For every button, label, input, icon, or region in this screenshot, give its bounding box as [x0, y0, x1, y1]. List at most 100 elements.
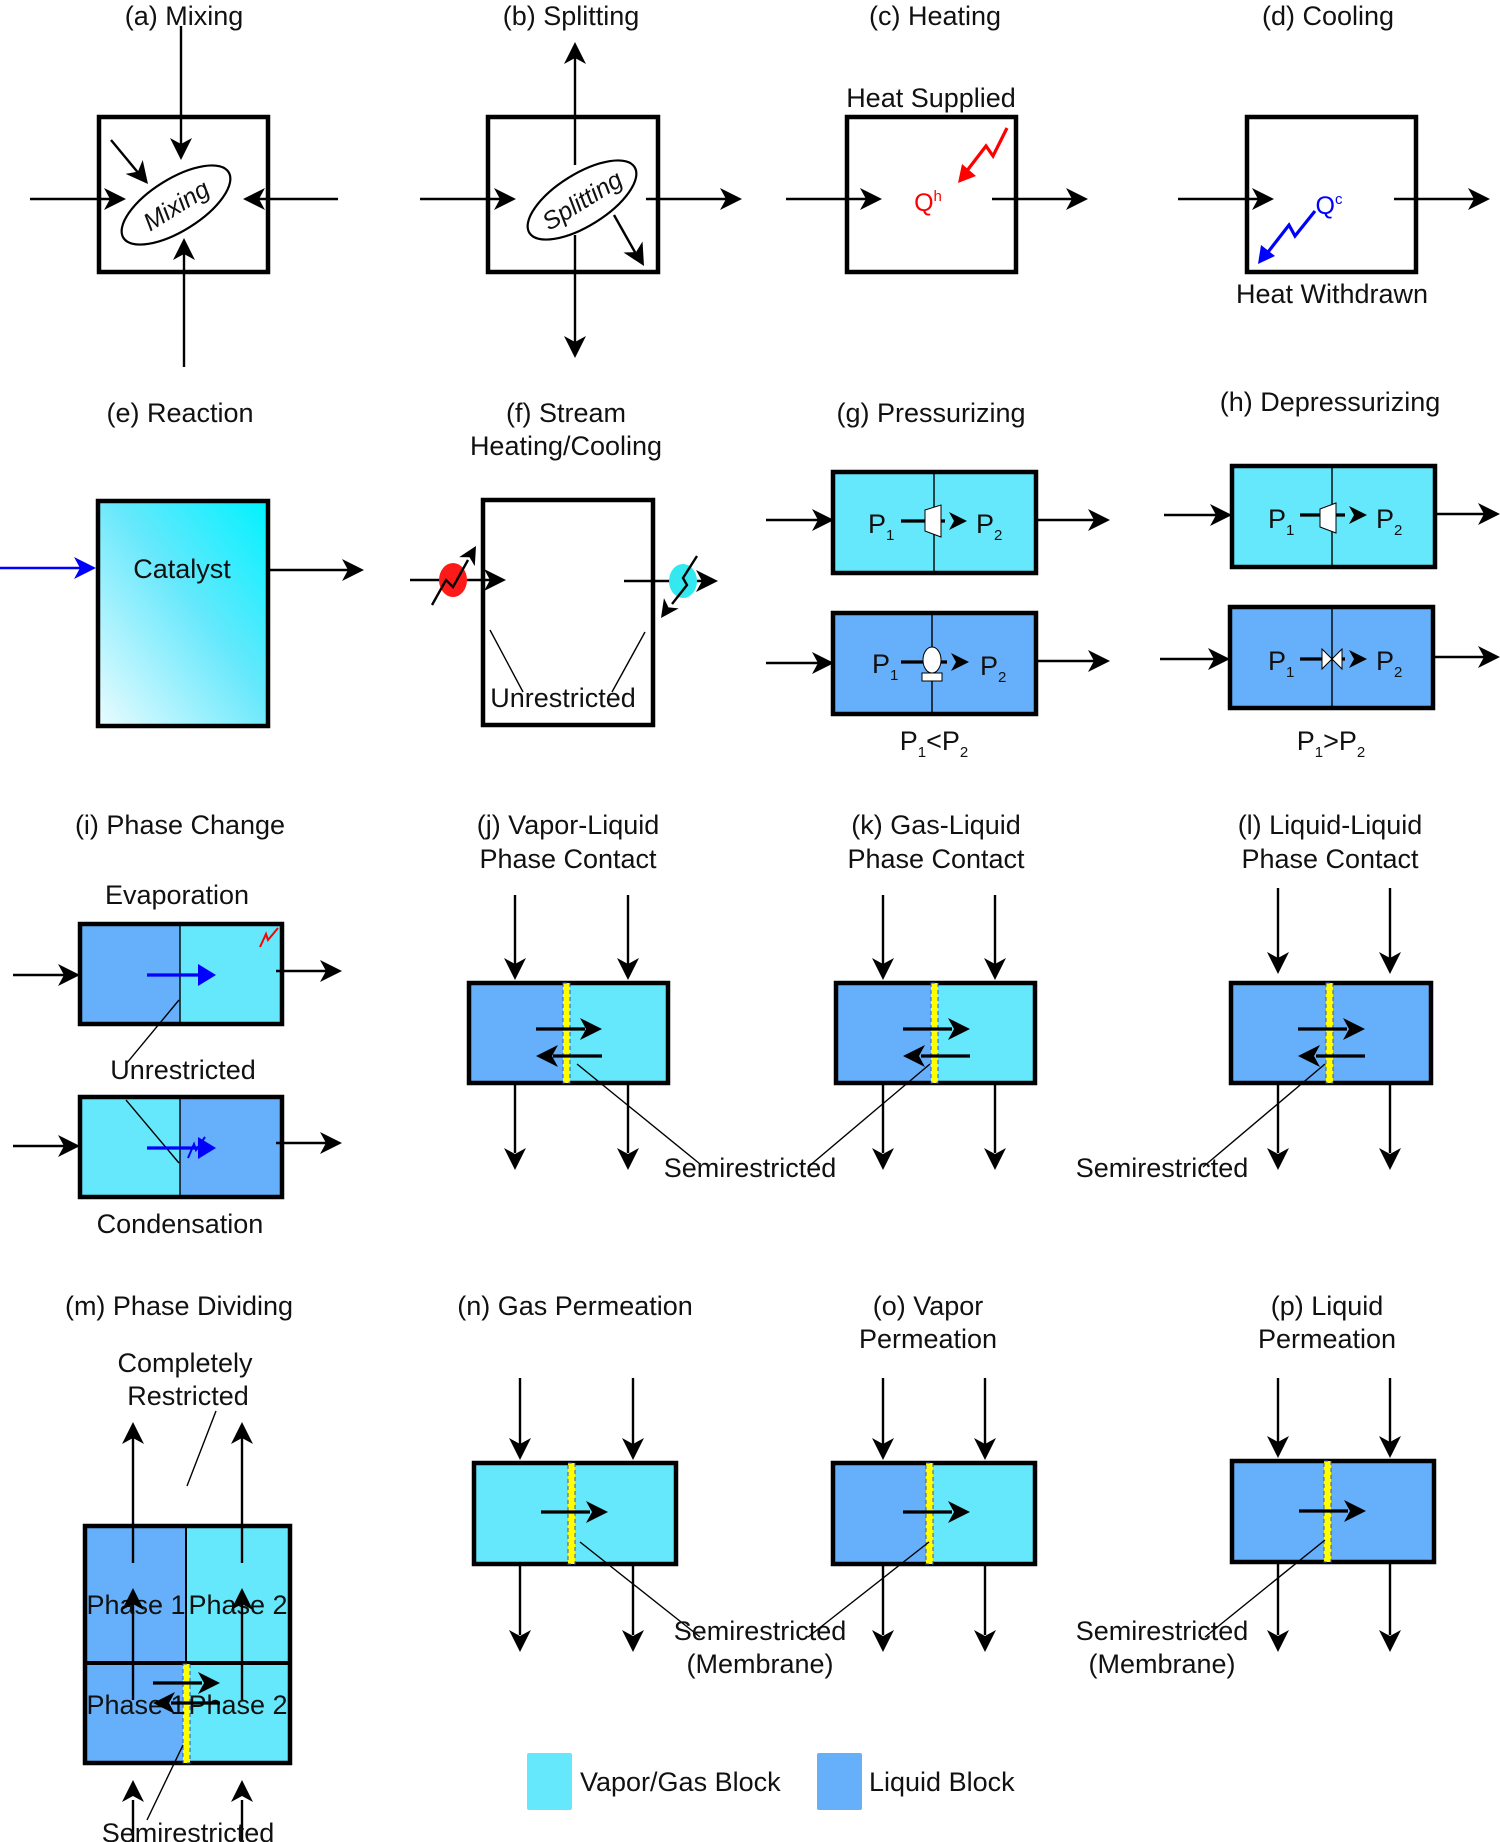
panel-p-title-line1: (p) Liquid [1271, 1291, 1384, 1321]
heater-icon [439, 563, 467, 597]
stream-arrow [1379, 888, 1401, 974]
panel-i-phase-change: (i) Phase Change Evaporation Unrestricte… [13, 810, 342, 1239]
feed-arrow [0, 557, 96, 579]
legend-label-liquid: Liquid Block [869, 1767, 1015, 1797]
cooler-icon [669, 564, 697, 598]
leader-line [1202, 1063, 1326, 1168]
contact-block [1228, 980, 1434, 1086]
stream-arrow [1267, 888, 1289, 974]
stream-arrow [622, 1564, 644, 1652]
legend-swatch-liquid [817, 1753, 862, 1810]
mass-transfer-arrows [153, 1672, 220, 1714]
panel-j-vapor-liquid-contact: (j) Vapor-Liquid Phase Contact Semirestr… [466, 810, 836, 1183]
stream-arrow [110, 139, 157, 191]
stream-arrow [268, 559, 364, 581]
panel-p-title-line2: Permeation [1258, 1324, 1396, 1354]
panel-a-mixing: (a) Mixing Mixing [30, 1, 338, 367]
p2-label: P2 [980, 651, 1006, 686]
stream-arrow [786, 188, 882, 210]
stream-arrow [872, 895, 894, 980]
heat-input-icon [958, 127, 1009, 183]
stream-arrow [1267, 1083, 1289, 1170]
semirestricted-label-line2: (Membrane) [686, 1649, 833, 1679]
interface-membrane [182, 1663, 191, 1764]
panel-o-title-line2: Permeation [859, 1324, 997, 1354]
stream-arrow [1036, 509, 1110, 531]
legend: Vapor/Gas Block Liquid Block [527, 1753, 1015, 1810]
stream-arrow [243, 188, 338, 210]
panel-g-pressurizing: (g) Pressurizing P1 P2 P1 P2 P1<P2 [766, 398, 1110, 761]
panel-k-title-line1: (k) Gas-Liquid [851, 810, 1021, 840]
leader-line [125, 999, 180, 1065]
stream-arrow [612, 214, 654, 272]
panel-k-gas-liquid-contact: (k) Gas-Liquid Phase Contact [807, 810, 1038, 1170]
panel-f-stream-heating-cooling: (f) Stream Heating/Cooling Unrestricted [410, 398, 718, 728]
panel-b-title: (b) Splitting [503, 1, 640, 31]
panel-d-cooling: (d) Cooling Qc Heat Withdrawn [1178, 1, 1490, 309]
panel-e-title: (e) Reaction [106, 398, 253, 428]
permeation-arrow [903, 1501, 970, 1523]
stream-arrow [1435, 503, 1500, 525]
panel-l-title-line1: (l) Liquid-Liquid [1238, 810, 1423, 840]
panel-f-title-line1: (f) Stream [506, 398, 626, 428]
permeation-arrow [541, 1501, 608, 1523]
p2-label: P2 [1376, 646, 1402, 681]
cooling-block [1244, 114, 1419, 275]
stream-arrow [984, 1083, 1006, 1170]
stream-arrow [13, 1135, 80, 1157]
stream-arrow [1164, 504, 1232, 526]
leader-line [579, 1541, 701, 1638]
panel-c-heating: (c) Heating Heat Supplied Qh [786, 1, 1088, 275]
panel-k-title-line2: Phase Contact [847, 844, 1025, 874]
interface-membrane [1325, 982, 1334, 1084]
stream-arrow [122, 1588, 144, 1700]
leader-line [186, 1410, 217, 1487]
heating-block [844, 114, 1019, 275]
stream-arrow [617, 895, 639, 980]
evaporation-label: Evaporation [105, 880, 249, 910]
stream-arrow [974, 1378, 996, 1460]
leader-line [611, 631, 646, 693]
stream-arrow [1178, 188, 1274, 210]
leader-line [146, 1744, 184, 1821]
phase2-label: Phase 2 [188, 1690, 287, 1720]
heat-input-icon [259, 927, 279, 948]
panel-j-title-line2: Phase Contact [479, 844, 657, 874]
panel-c-title: (c) Heating [869, 1, 1001, 31]
heat-withdrawal-icon [187, 1136, 206, 1159]
pressure-relation-label: P1<P2 [900, 726, 969, 761]
leader-line [489, 629, 524, 693]
stream-arrow [564, 235, 586, 358]
legend-item-liquid: Liquid Block [817, 1753, 1015, 1810]
stream-arrow [1379, 1562, 1401, 1652]
panel-e-reaction: (e) Reaction Catalyst [0, 398, 364, 729]
semirestricted-label-line2: (Membrane) [1088, 1649, 1235, 1679]
semirestricted-label: Semirestricted [1076, 1153, 1249, 1183]
panel-f-title-line2: Heating/Cooling [470, 431, 662, 461]
valve-icon [1321, 647, 1343, 671]
stream-arrow [231, 1422, 253, 1563]
panel-h-title: (h) Depressurizing [1220, 387, 1441, 417]
panel-o-title-line1: (o) Vapor [873, 1291, 984, 1321]
stream-arrow [1379, 1083, 1401, 1170]
reactor-block [95, 498, 271, 729]
p2-label: P2 [1376, 504, 1402, 539]
stream-block [480, 497, 656, 728]
stream-arrow [1433, 646, 1500, 668]
heat-q-symbol: Qh [914, 188, 942, 217]
panel-l-liquid-liquid-contact: (l) Liquid-Liquid Phase Contact Semirest… [1076, 810, 1434, 1183]
panel-n-title: (n) Gas Permeation [457, 1291, 693, 1321]
stream-arrow [122, 1422, 144, 1563]
panel-m-phase-dividing: (m) Phase Dividing Completely Restricted… [65, 1291, 293, 1842]
panel-b-splitting: (b) Splitting Splitting [420, 1, 742, 358]
p1-label: P1 [872, 649, 898, 684]
stream-arrow [1267, 1562, 1289, 1652]
stream-arrow [509, 1378, 531, 1460]
panel-a-title: (a) Mixing [125, 1, 244, 31]
panel-d-title: (d) Cooling [1262, 1, 1394, 31]
stream-arrow [276, 960, 342, 982]
cooler-zigzag-icon [653, 555, 699, 624]
leader-line [576, 1063, 701, 1165]
p1-label: P1 [868, 509, 894, 544]
